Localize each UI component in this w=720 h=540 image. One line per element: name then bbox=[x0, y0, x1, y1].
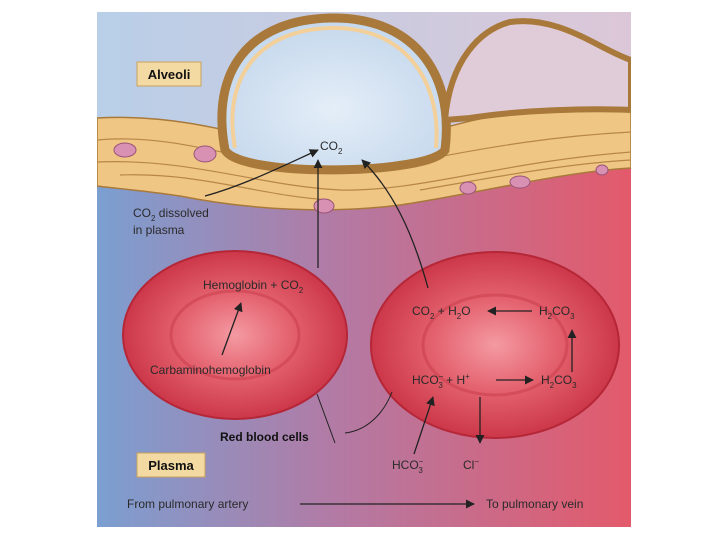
alveolus-sac bbox=[217, 13, 451, 175]
svg-text:Alveoli: Alveoli bbox=[148, 67, 191, 82]
arrows bbox=[204, 149, 577, 509]
label-to-pulmonary-vein: To pulmonary vein bbox=[486, 497, 583, 511]
alveoli-tag: Alveoli bbox=[136, 61, 202, 87]
rbc-label-leader-left bbox=[316, 393, 336, 444]
label-co2-alveolus: CO2 bbox=[320, 139, 343, 156]
arrow-dissolved-to-alveolus bbox=[204, 149, 319, 197]
rbc-left bbox=[122, 250, 348, 420]
arrow-carbamino-to-hemoglobin bbox=[221, 302, 243, 356]
wall-nuclei bbox=[113, 142, 609, 214]
arrow-rbc-to-alveolus bbox=[361, 159, 429, 289]
arrow-hco3-into-cell bbox=[413, 396, 435, 455]
label-red-blood-cells: Red blood cells bbox=[220, 430, 309, 444]
label-cl-in: Cl− bbox=[463, 457, 479, 472]
rbc-right bbox=[370, 251, 620, 439]
label-hco3-h: HCO−3 + H+ bbox=[412, 372, 470, 390]
label-co2-dissolved: CO2 dissolved in plasma bbox=[133, 206, 212, 237]
label-hco3-out: HCO−3 bbox=[392, 457, 424, 475]
label-h2co3-bottom: H2CO3 bbox=[541, 373, 577, 390]
label-co2-h2o: CO2 + H2O bbox=[412, 304, 471, 321]
rbc-label-leader-right bbox=[344, 391, 393, 434]
label-hemoglobin-co2: Hemoglobin + CO2 bbox=[203, 278, 304, 295]
svg-text:Plasma: Plasma bbox=[148, 458, 194, 473]
label-from-pulmonary-artery: From pulmonary artery bbox=[127, 497, 248, 511]
plasma-tag: Plasma bbox=[136, 452, 206, 478]
label-carbaminohemoglobin: Carbaminohemoglobin bbox=[150, 363, 271, 377]
label-h2co3-top: H2CO3 bbox=[539, 304, 575, 321]
alveolus-sac-right bbox=[441, 18, 631, 124]
alveolus-sac-inner-edge bbox=[230, 25, 439, 149]
